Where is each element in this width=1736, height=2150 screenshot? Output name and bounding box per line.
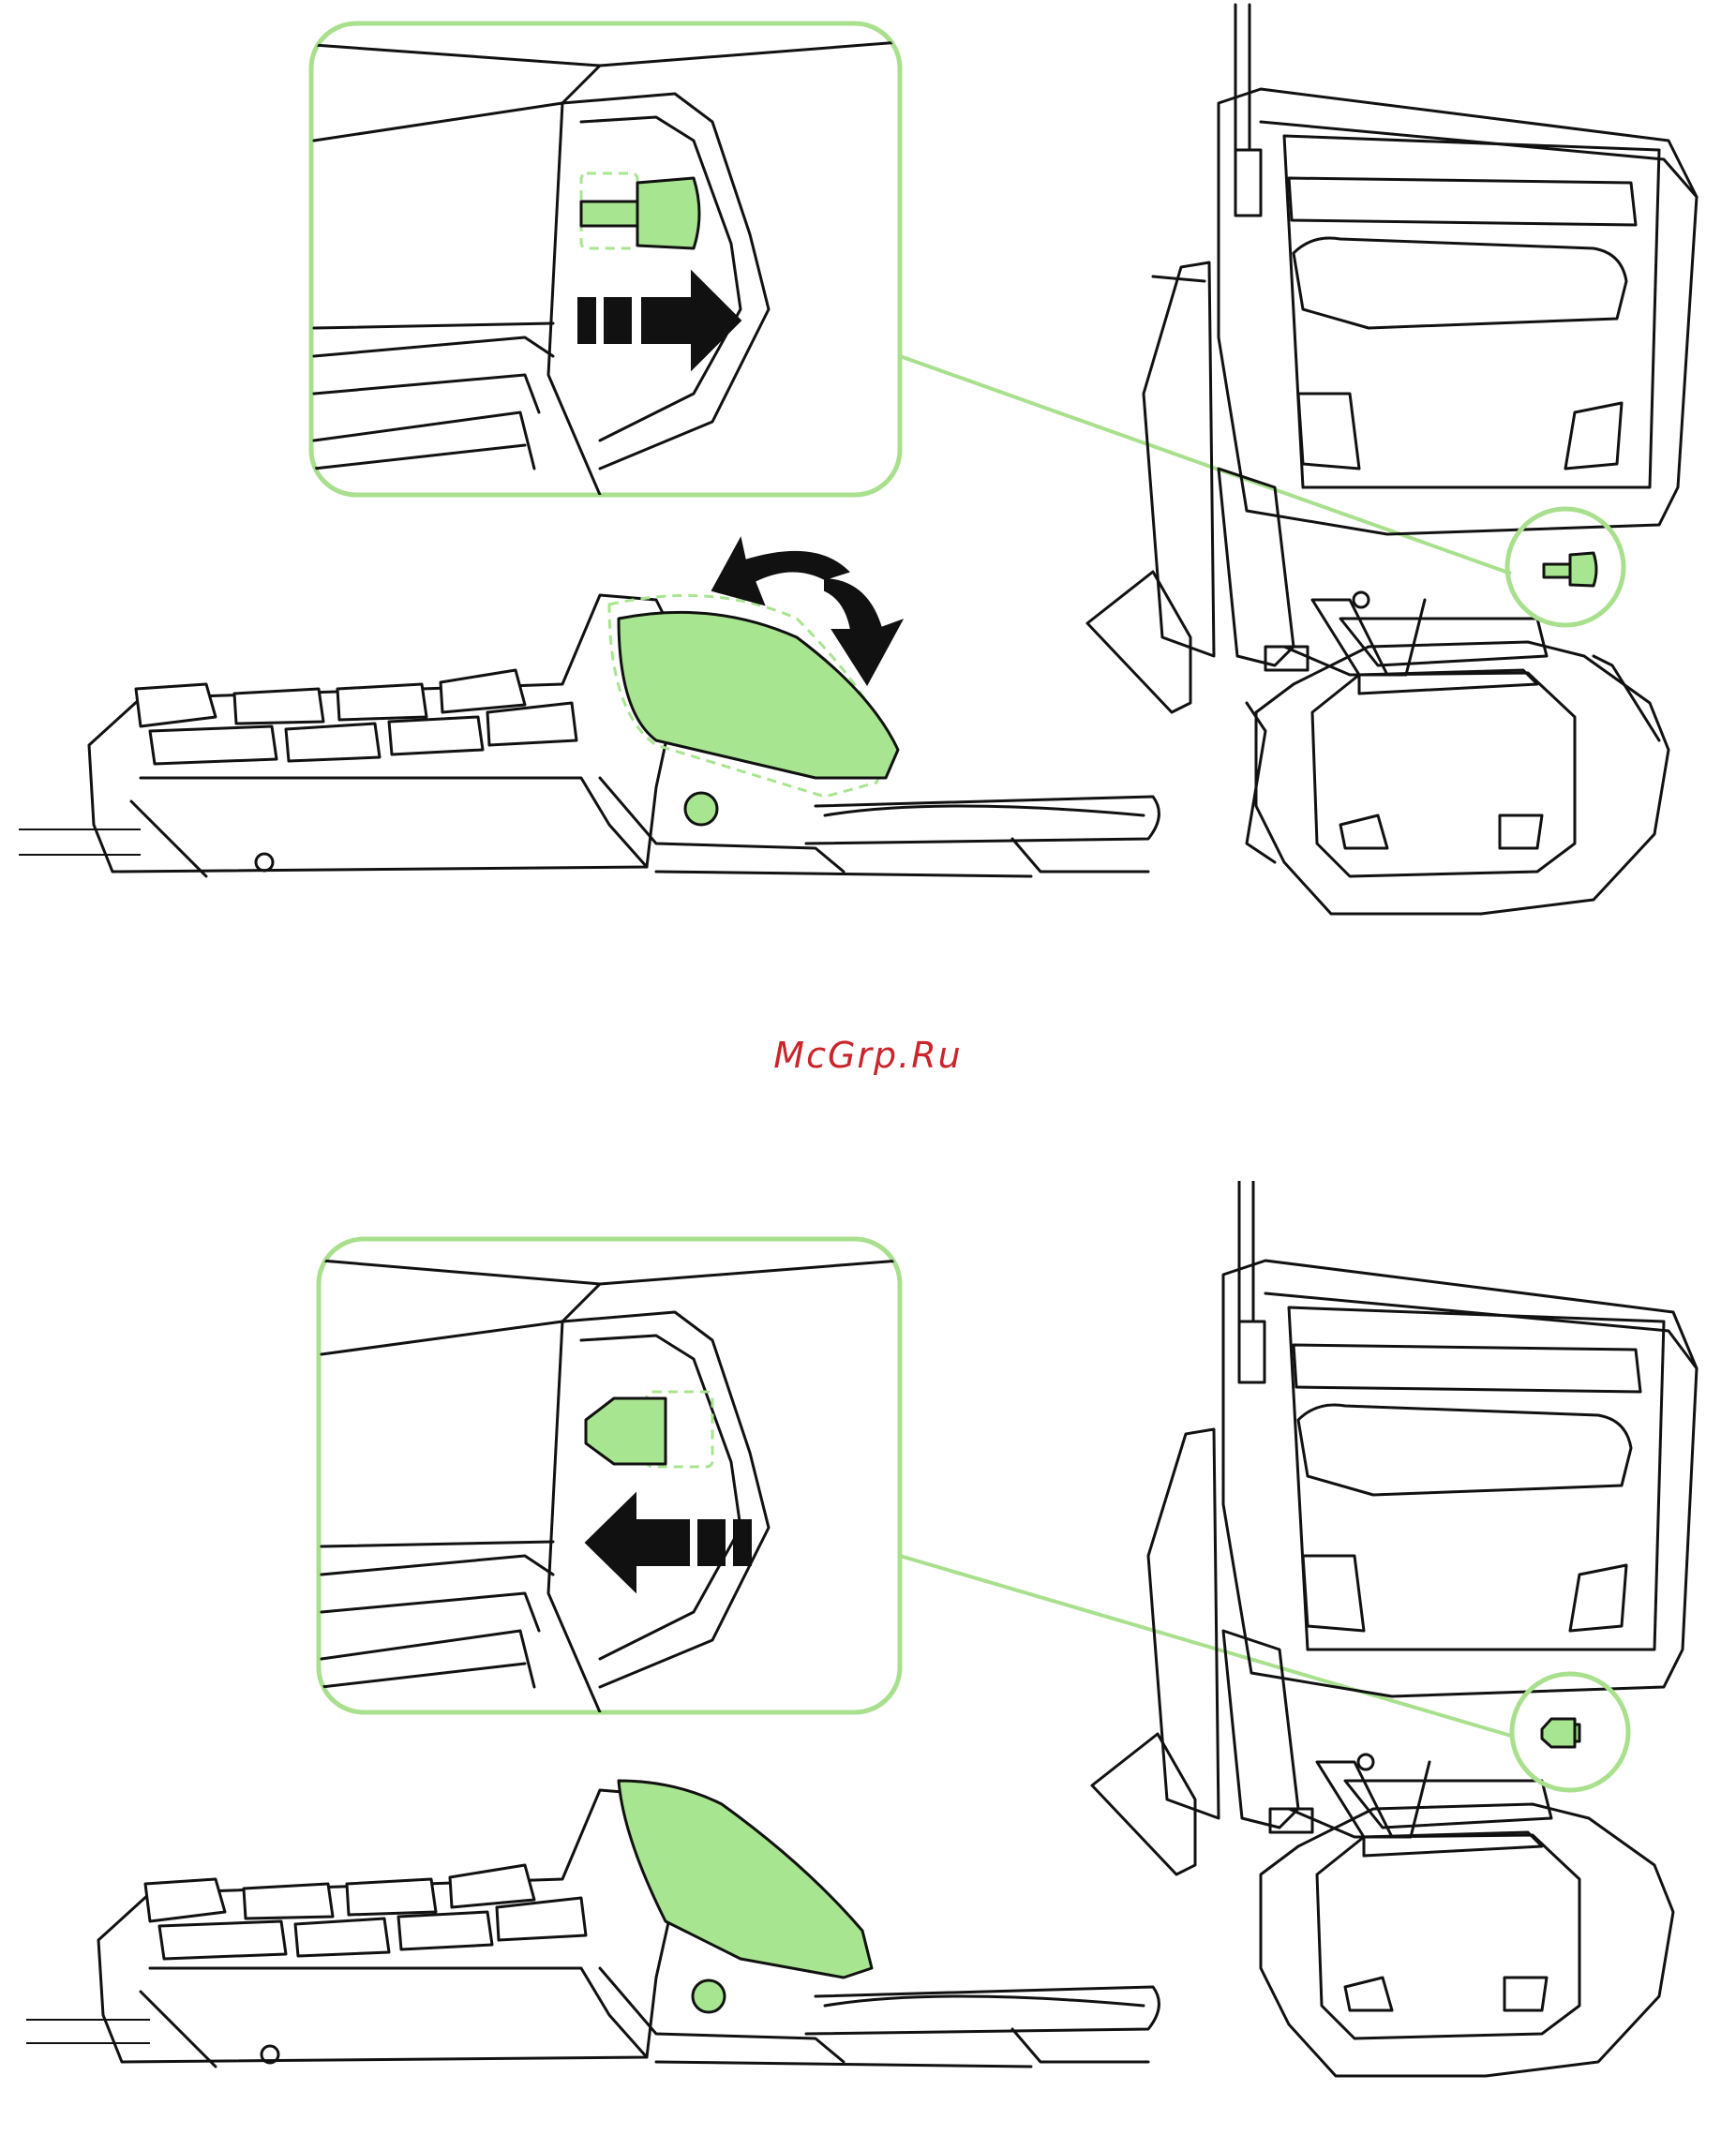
diagram-step-unlock-svg (0, 0, 1736, 1012)
diagram-step-lock-svg (0, 1181, 1736, 2150)
zoom-circle-marker (1507, 509, 1624, 625)
keypad-side-view (19, 595, 1159, 876)
toggle-switch-icon (581, 173, 699, 248)
watermark: McGrp.Ru (0, 1035, 1736, 1076)
zoom-callout (311, 23, 900, 495)
zoom-callout (319, 1239, 900, 1712)
toggle-switch-icon (586, 1392, 712, 1467)
thumb-paddle (619, 1781, 872, 1978)
keypad-front-view (1092, 1181, 1697, 2076)
keypad-front-view (1087, 5, 1697, 914)
diagram-step-lock (0, 1181, 1736, 2150)
callout-leader-line (900, 1556, 1511, 1736)
callout-leader-line (900, 356, 1511, 574)
arrow-left-icon (586, 1494, 751, 1591)
keypad-side-view (26, 1790, 1159, 2067)
diagram-step-unlock (0, 0, 1736, 1012)
